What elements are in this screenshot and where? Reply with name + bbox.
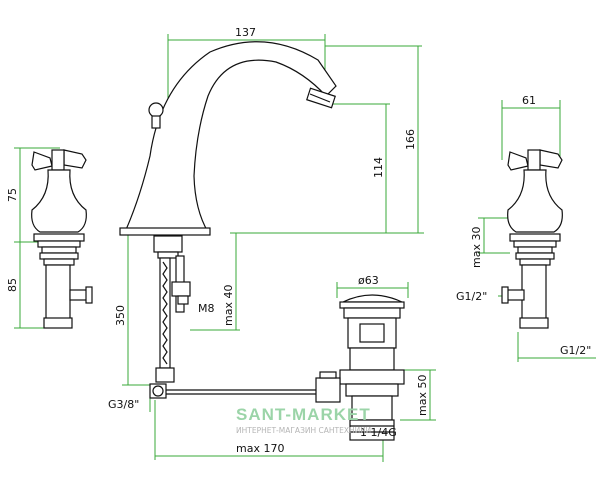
watermark-tagline: ИНТЕРНЕТ-МАГАЗИН САНТЕХНИКИ [236, 426, 371, 435]
dim-total-height: 166 [404, 129, 417, 150]
dim-max-30: max 30 [470, 227, 483, 268]
dim-waste-dia: ø63 [358, 274, 379, 287]
dim-spout-reach: 137 [235, 26, 256, 39]
dim-max-50: max 50 [416, 375, 429, 416]
hose-and-rods [149, 235, 320, 399]
right-cross-handle [501, 149, 563, 329]
pop-up-waste [315, 294, 405, 441]
dim-max-170: max 170 [236, 442, 284, 455]
dim-g38: G3/8" [108, 398, 139, 411]
dim-max-40: max 40 [222, 285, 235, 326]
spout-body [119, 41, 337, 236]
dim-spout-height: 114 [372, 157, 385, 178]
dimension-lines [14, 34, 596, 462]
dim-handle-shank: 85 [6, 278, 19, 292]
dim-m8: M8 [198, 302, 215, 315]
dim-handle-width: 61 [522, 94, 536, 107]
dim-g12-left: G1/2" [456, 290, 487, 303]
dim-g12-right: G1/2" [560, 344, 591, 357]
dim-waste-thread: 1 1/4G [360, 426, 397, 439]
left-cross-handle [31, 149, 93, 329]
watermark-brand: SANT-MARKET [236, 405, 371, 424]
dim-hose-350: 350 [114, 305, 127, 326]
dim-handle-height: 75 [6, 188, 19, 202]
